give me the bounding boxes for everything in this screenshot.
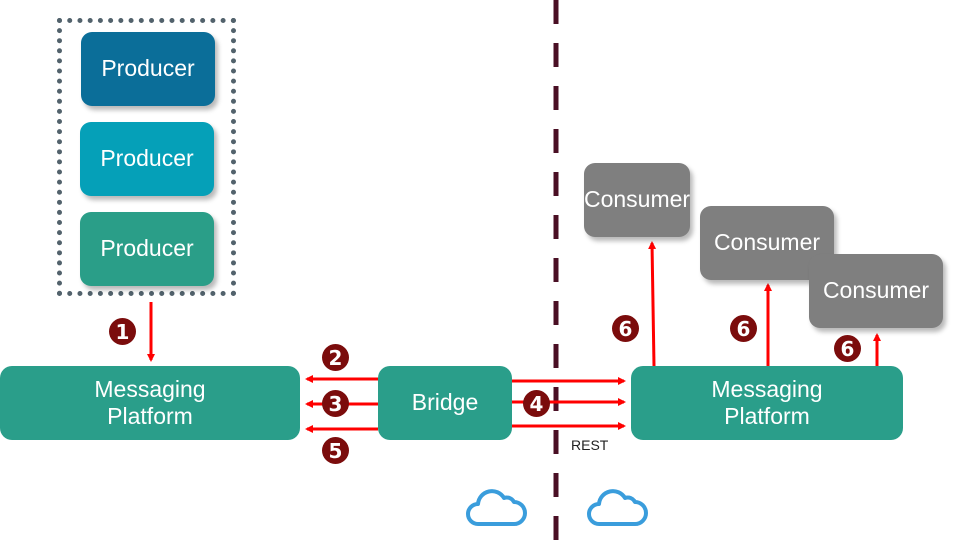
- arrow-step-6a: [648, 241, 657, 367]
- bridge-label: Bridge: [411, 389, 479, 416]
- step-badge-3: 3: [322, 390, 349, 417]
- step-badge-6b: 6: [730, 315, 757, 342]
- producer-group: [57, 18, 236, 296]
- producer-box-1: Producer: [81, 32, 215, 106]
- producer-box-3: Producer: [80, 212, 214, 286]
- consumer-label: Consumer: [822, 277, 930, 303]
- step-badge-2: 2: [322, 344, 349, 371]
- producer-box-2: Producer: [80, 122, 214, 196]
- consumer-label: Consumer: [583, 186, 691, 212]
- step-badge-6c: 6: [834, 335, 861, 362]
- producer-label: Producer: [100, 145, 194, 172]
- right-messaging-platform: Messaging Platform: [631, 366, 903, 440]
- cloud-icon: [466, 489, 527, 526]
- step-badge-5: 5: [322, 437, 349, 464]
- rest-label: REST: [571, 437, 609, 453]
- platform-label-line2: Platform: [107, 403, 193, 429]
- consumer-box-3: Consumer: [809, 254, 943, 328]
- platform-label-line1: Messaging: [94, 375, 206, 402]
- platform-label-line1: Messaging: [711, 375, 823, 402]
- step-badge-6a: 6: [612, 315, 639, 342]
- step-badge-1: 1: [109, 318, 136, 345]
- step-badge-4: 4: [523, 390, 550, 417]
- producer-label: Producer: [100, 235, 194, 262]
- bridge-box: Bridge: [378, 366, 512, 440]
- left-messaging-platform: Messaging Platform: [0, 366, 300, 440]
- consumer-box-1: Consumer: [584, 163, 690, 237]
- consumer-label: Consumer: [713, 229, 821, 255]
- producer-label: Producer: [101, 55, 195, 82]
- cloud-icon: [587, 489, 648, 526]
- platform-label-line2: Platform: [724, 403, 810, 429]
